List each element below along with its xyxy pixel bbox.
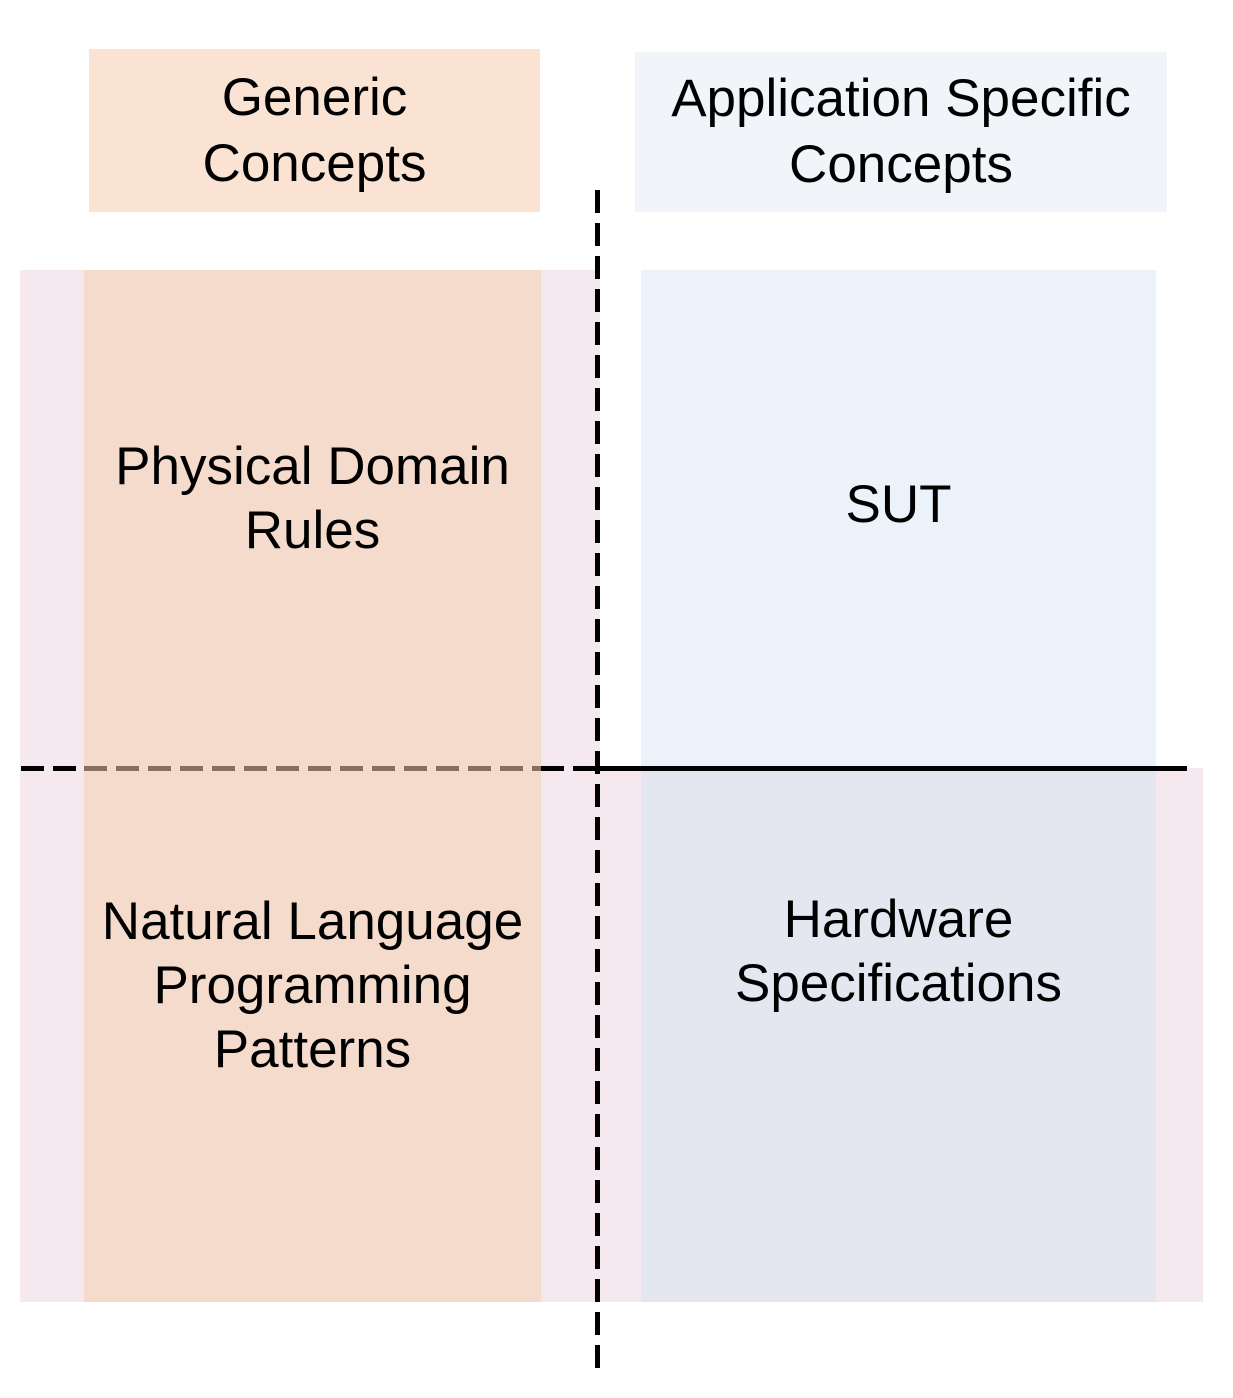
natural-language-programming-patterns-label: Natural Language Programming Patterns [101,892,524,1079]
generic-concepts-column-box [84,270,541,1302]
generic-concepts-header-label: Generic Concepts [202,67,427,193]
physical-domain-rules-label: Physical Domain Rules [115,437,510,560]
generic-concepts-header: Generic Concepts [89,49,540,212]
application-specific-concepts-header: Application Specific Concepts [635,52,1167,212]
sut-box [641,270,1156,768]
hardware-specifications-box [641,768,1156,1302]
application-specific-concepts-header-label: Application Specific Concepts [671,69,1131,194]
hardware-specifications-label: Hardware Specifications [734,890,1062,1013]
sut-label: SUT [845,475,952,534]
